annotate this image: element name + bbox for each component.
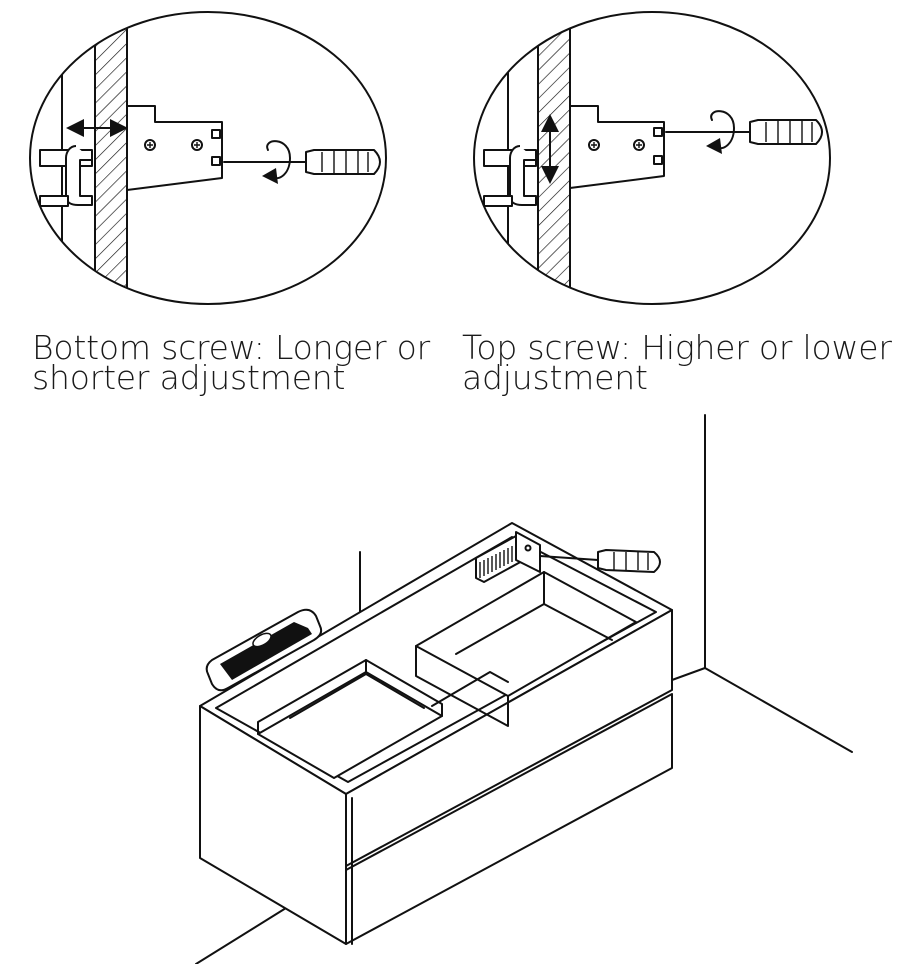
hatched-wall-section [537,12,571,304]
screwdriver-icon [665,119,823,145]
caption-bottom-screw: Bottom screw: Longer or shorter adjustme… [32,328,431,397]
screw-slot-top [211,129,221,139]
screwdriver-icon [539,549,661,573]
rotate-arrow-icon [262,140,291,184]
spirit-level-icon [205,608,323,692]
screw-slot-bottom [653,155,663,165]
caption-line: Bottom screw: Longer or [32,328,431,367]
arrow-right-icon [110,119,128,137]
drawer-front-upper [345,609,673,867]
arrow-up-icon [541,114,559,132]
caption-line: shorter adjustment [32,358,346,397]
screwdriver-icon [223,149,381,175]
floor-line-right [704,667,853,753]
detail-horizontal-adjust [29,11,387,305]
detail-vertical-adjust [473,11,831,305]
detail-circle-frame [473,11,831,305]
drawer-front-lower [345,693,673,945]
caption-line: adjustment [462,358,648,397]
floor-line-left [195,907,287,965]
hatched-wall-section [94,12,128,304]
caption-top-screw: Top screw: Higher or lower adjustment [462,328,892,397]
mounting-bracket [569,105,665,189]
screw-slot-top [653,127,663,137]
vanity-cabinet-illustration [195,414,853,965]
lower-rail [39,195,69,207]
arrow-left-icon [66,119,84,137]
screw-slot-bottom [211,156,221,166]
arrow-down-icon [541,166,559,184]
detail-circle-frame [29,11,387,305]
rotate-arrow-icon [706,110,735,154]
cabinet-hanging-bracket [475,531,541,583]
mounting-bracket [126,105,223,191]
caption-line: Top screw: Higher or lower [462,328,892,367]
